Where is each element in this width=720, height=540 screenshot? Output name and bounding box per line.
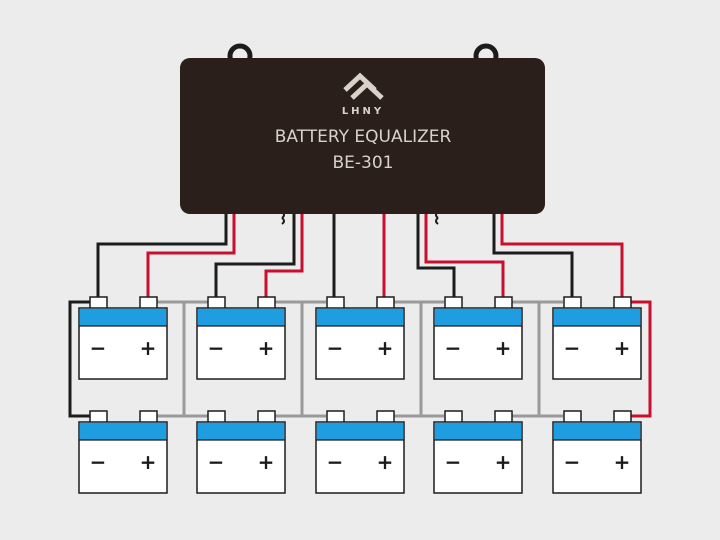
battery-band [553, 422, 641, 440]
lead-b5-negative [492, 214, 574, 302]
battery-band [316, 422, 404, 440]
battery-band [316, 308, 404, 326]
negative-terminal [563, 410, 582, 424]
positive-terminal [139, 296, 158, 310]
minus-sign: − [445, 450, 462, 474]
device-model: BE-301 [333, 153, 394, 173]
lead-b2-positive [264, 214, 304, 302]
battery-band [553, 308, 641, 326]
lead-b1-positive [146, 214, 236, 302]
battery: −+ [78, 296, 168, 380]
battery: −+ [315, 410, 405, 494]
positive-terminal [494, 410, 513, 424]
battery: −+ [196, 296, 286, 380]
gray-bus-wires [156, 300, 563, 418]
battery-band [197, 422, 285, 440]
minus-sign: − [90, 336, 107, 360]
negative-terminal [89, 296, 108, 310]
minus-sign: − [208, 336, 225, 360]
battery: −+ [78, 410, 168, 494]
positive-terminal [139, 410, 158, 424]
lead-b1-negative [96, 214, 228, 302]
minus-sign: − [564, 450, 581, 474]
battery: −+ [196, 410, 286, 494]
equalizer-leads [96, 211, 624, 302]
minus-sign: − [90, 450, 107, 474]
negative-terminal [207, 296, 226, 310]
plus-sign: + [258, 450, 275, 474]
minus-sign: − [327, 336, 344, 360]
plus-sign: + [377, 336, 394, 360]
lead-b5-positive [500, 214, 624, 302]
minus-sign: − [327, 450, 344, 474]
plus-sign: + [377, 450, 394, 474]
positive-terminal [376, 410, 395, 424]
plus-sign: + [495, 450, 512, 474]
positive-terminal [257, 410, 276, 424]
battery: −+ [433, 410, 523, 494]
device-title: BATTERY EQUALIZER [275, 127, 452, 147]
battery-band [434, 422, 522, 440]
minus-sign: − [208, 450, 225, 474]
battery-band [197, 308, 285, 326]
negative-terminal [89, 410, 108, 424]
positive-terminal [613, 296, 632, 310]
right-return-wire [622, 300, 652, 418]
lead-b4-negative [416, 214, 456, 302]
negative-terminal [326, 296, 345, 310]
battery: −+ [552, 296, 642, 380]
minus-sign: − [445, 336, 462, 360]
lead-b2-negative [214, 214, 296, 302]
battery-band [79, 422, 167, 440]
positive-terminal [494, 296, 513, 310]
plus-sign: + [614, 450, 631, 474]
negative-terminal [444, 410, 463, 424]
negative-terminal [444, 296, 463, 310]
plus-sign: + [140, 336, 157, 360]
plus-sign: + [258, 336, 275, 360]
brand-name: LHNY [342, 106, 384, 117]
positive-terminal [613, 410, 632, 424]
battery-bank: −+−+−+−+−+−+−+−+−+−+ [78, 296, 642, 494]
battery-band [434, 308, 522, 326]
left-return-wire [68, 300, 98, 418]
plus-sign: + [140, 450, 157, 474]
plus-sign: + [614, 336, 631, 360]
minus-sign: − [564, 336, 581, 360]
battery: −+ [433, 296, 523, 380]
positive-terminal [257, 296, 276, 310]
lead-b4-positive [424, 214, 505, 302]
battery-band [79, 308, 167, 326]
battery: −+ [552, 410, 642, 494]
positive-terminal [376, 296, 395, 310]
battery-equalizer-device: LHNY BATTERY EQUALIZER BE-301 [180, 43, 545, 214]
negative-terminal [207, 410, 226, 424]
plus-sign: + [495, 336, 512, 360]
negative-terminal [563, 296, 582, 310]
equalizer-body [180, 58, 545, 214]
negative-terminal [326, 410, 345, 424]
battery: −+ [315, 296, 405, 380]
brand-logo-icon [343, 72, 384, 100]
